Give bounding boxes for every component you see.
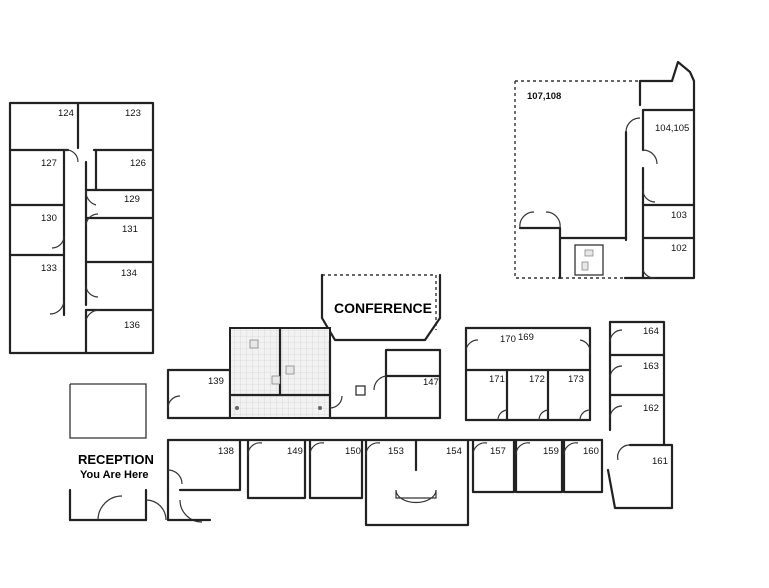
room-169-label: 169 (518, 332, 534, 343)
conference-room: CONFERENCE (320, 273, 442, 342)
conference-label: CONFERENCE (334, 300, 432, 316)
room-126-label: 126 (130, 158, 146, 169)
room-138-label: 138 (218, 446, 234, 457)
room-129-label: 129 (124, 194, 140, 205)
room-154-label: 154 (446, 446, 462, 457)
room-171-label: 171 (489, 374, 505, 385)
room-133-label: 133 (41, 263, 57, 274)
room-103-label: 103 (671, 210, 687, 221)
room-107-108-label: 107,108 (527, 91, 561, 102)
room-130-label: 130 (41, 213, 57, 224)
room-124-label: 124 (58, 108, 74, 119)
room-139-label: 139 (208, 376, 224, 387)
room-123-label: 123 (125, 108, 141, 119)
room-104-105-label: 104,105 (655, 123, 689, 134)
room-127-label: 127 (41, 158, 57, 169)
room-159-label: 159 (543, 446, 559, 457)
room-150-label: 150 (345, 446, 361, 457)
left-wing: 124 123 127 126 129 130 131 133 134 136 (8, 101, 155, 355)
room-160-label: 160 (583, 446, 599, 457)
room-163-label: 163 (643, 361, 659, 372)
room-172-label: 172 (529, 374, 545, 385)
you-are-here-label: You Are Here (80, 469, 148, 481)
room-164-label: 164 (643, 326, 659, 337)
reception-label: RECEPTION (78, 452, 154, 467)
center-right: 170 169 171 172 173 (464, 326, 592, 422)
room-147-label: 147 (423, 377, 439, 388)
right-wing: 107,108 104,105 103 102 (514, 60, 696, 280)
room-153-label: 153 (388, 446, 404, 457)
room-162-label: 162 (643, 403, 659, 414)
room-161-label: 161 (652, 456, 668, 467)
room-136-label: 136 (124, 320, 140, 331)
far-right: 164 163 162 161 (606, 320, 674, 510)
room-102-label: 102 (671, 243, 687, 254)
bottom-row: 138 149 150 153 154 157 159 160 (166, 438, 604, 527)
room-131-label: 131 (122, 224, 138, 235)
room-173-label: 173 (568, 374, 584, 385)
room-134-label: 134 (121, 268, 137, 279)
reception-area: RECEPTION You Are Here (68, 383, 212, 523)
room-149-label: 149 (287, 446, 303, 457)
center-upper: 139 147 (166, 326, 442, 420)
room-157-label: 157 (490, 446, 506, 457)
room-170-label: 170 (500, 334, 516, 345)
